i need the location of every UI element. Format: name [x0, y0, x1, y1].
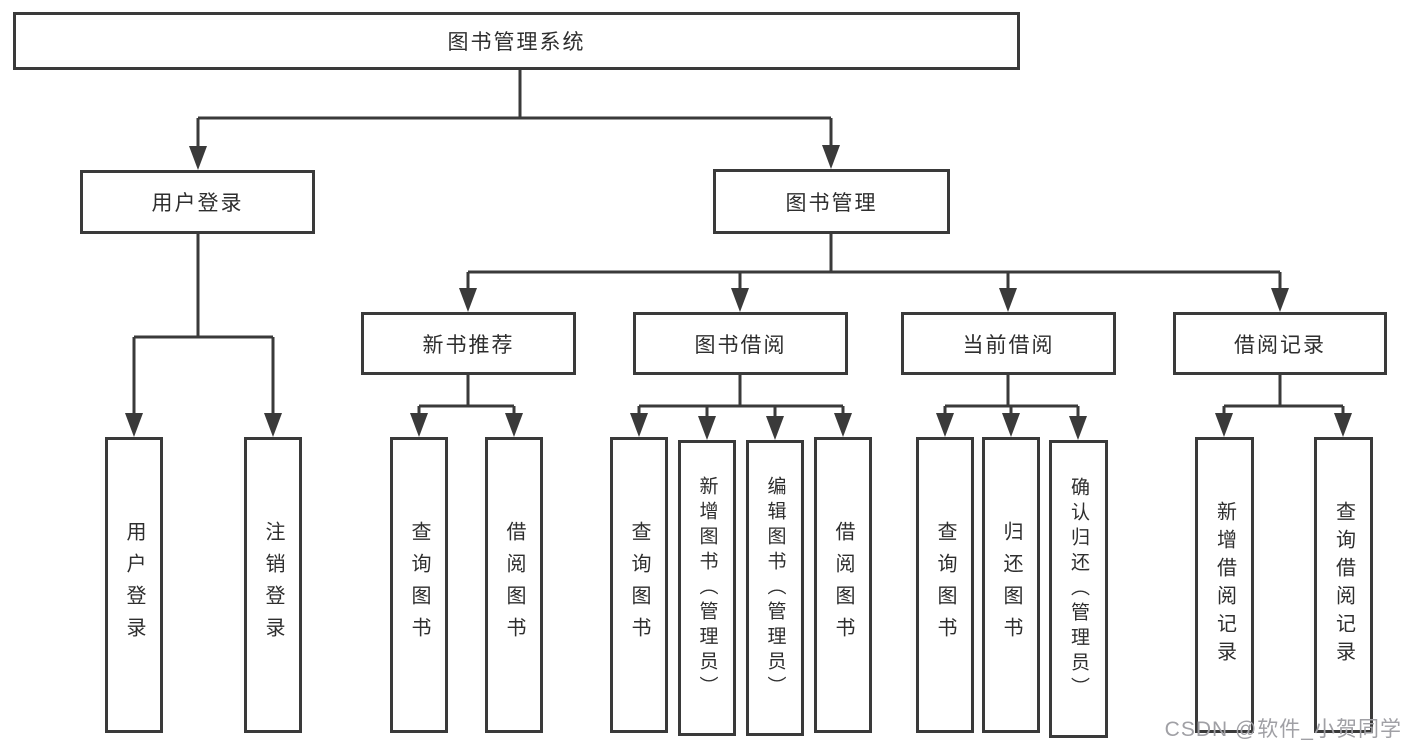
node-label: 用户登录: [151, 192, 244, 215]
node-label: 查询图书: [628, 521, 650, 649]
node-label: 图书管理系统: [447, 31, 586, 54]
node-label: 编辑图书（管理员）: [764, 475, 786, 701]
node-label: 借阅图书: [503, 521, 525, 649]
node-label: 用户登录: [123, 521, 145, 649]
leaf-borrowing-add-books-admin: 新增图书（管理员）: [678, 440, 736, 736]
leaf-user-login: 用户登录: [105, 437, 163, 733]
leaf-records-query-record: 查询借阅记录: [1314, 437, 1373, 733]
node-book-management: 图书管理: [713, 169, 950, 234]
leaf-logout: 注销登录: [244, 437, 302, 733]
node-current-borrowing: 当前借阅: [901, 312, 1116, 375]
node-library-management-system: 图书管理系统: [13, 12, 1020, 70]
node-label: 查询图书: [408, 521, 430, 649]
csdn-watermark: CSDN @软件_小贺同学: [1164, 718, 1402, 741]
leaf-borrowing-borrow-books: 借阅图书: [814, 437, 872, 733]
leaf-recommend-borrow-books: 借阅图书: [485, 437, 543, 733]
node-label: 新增图书（管理员）: [696, 475, 718, 701]
node-label: 新增借阅记录: [1213, 501, 1236, 669]
node-label: 图书管理: [785, 191, 878, 215]
leaf-borrowing-edit-books-admin: 编辑图书（管理员）: [746, 440, 804, 736]
node-user-login-group: 用户登录: [80, 170, 315, 234]
node-label: 新书推荐: [422, 333, 515, 357]
leaf-current-return-books: 归还图书: [982, 437, 1040, 733]
node-label: 图书借阅: [694, 333, 787, 357]
node-new-book-recommend: 新书推荐: [361, 312, 576, 375]
node-label: 借阅记录: [1234, 333, 1326, 357]
node-label: 确认归还（管理员）: [1068, 476, 1089, 702]
node-label: 注销登录: [262, 521, 284, 649]
node-label: 查询借阅记录: [1332, 501, 1355, 669]
node-label: 借阅图书: [832, 521, 854, 649]
leaf-borrowing-query-books: 查询图书: [610, 437, 668, 733]
leaf-current-confirm-return-admin: 确认归还（管理员）: [1049, 440, 1108, 738]
leaf-recommend-query-books: 查询图书: [390, 437, 448, 733]
leaf-records-add-record: 新增借阅记录: [1195, 437, 1254, 733]
arrowheads: [125, 145, 1352, 440]
node-label: 查询图书: [934, 521, 956, 649]
node-label: 归还图书: [1000, 521, 1022, 649]
node-label: 当前借阅: [962, 333, 1055, 357]
node-borrowing-records: 借阅记录: [1173, 312, 1387, 375]
node-book-borrowing: 图书借阅: [633, 312, 848, 375]
leaf-current-query-books: 查询图书: [916, 437, 974, 733]
